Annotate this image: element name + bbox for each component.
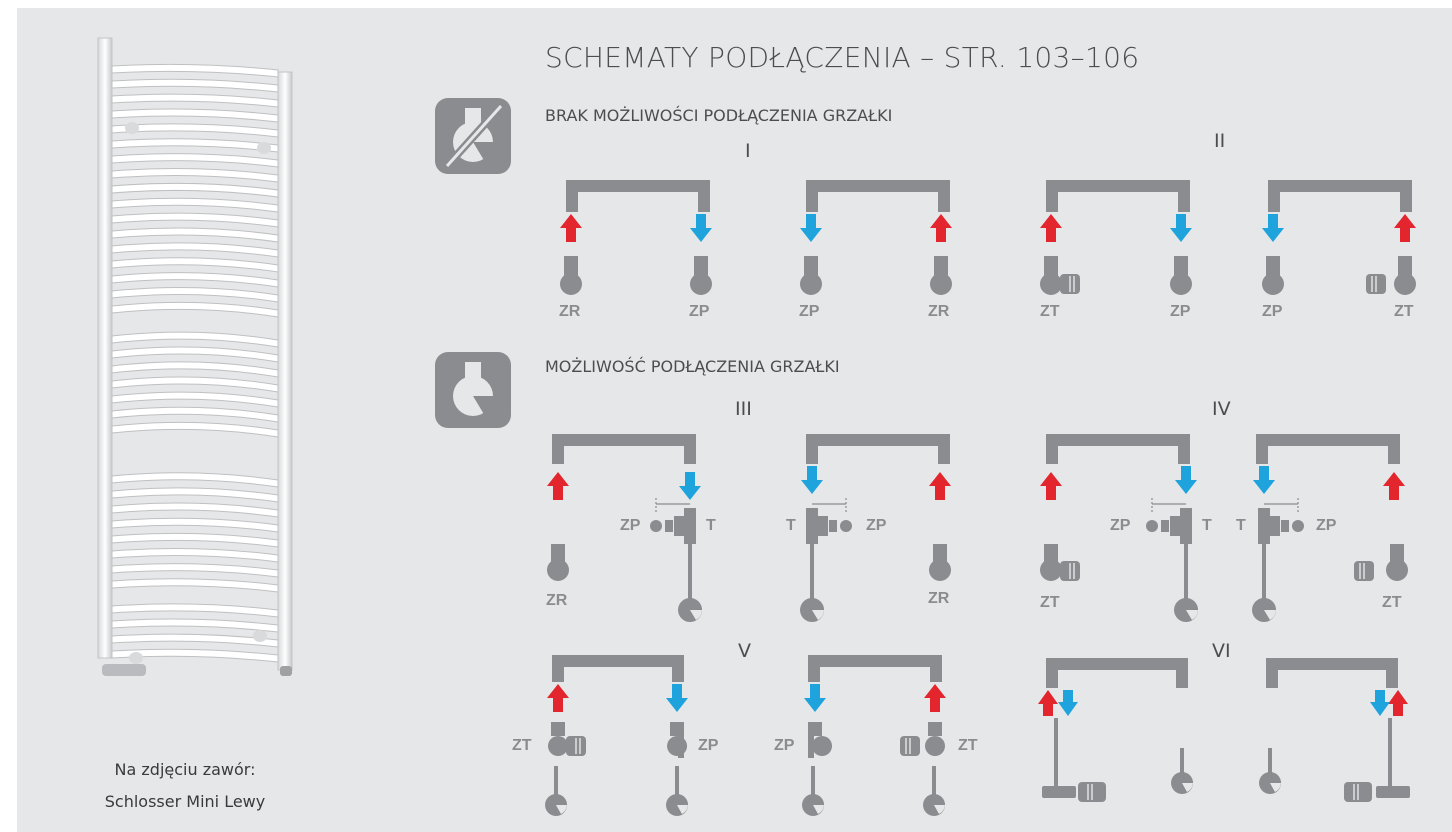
label-zr: ZR xyxy=(546,592,568,609)
radiator-bar xyxy=(111,578,279,593)
label-zr: ZR xyxy=(928,303,950,320)
label-t: T xyxy=(1202,517,1212,534)
label-zp: ZP xyxy=(1262,303,1283,320)
radiator-bar xyxy=(111,78,279,93)
page-title: SCHEMATY PODŁĄCZENIA – STR. 103–106 xyxy=(545,41,1140,74)
radiator-bar xyxy=(111,257,279,273)
radiator-bar xyxy=(111,197,279,213)
scheme-label-i: I xyxy=(745,140,751,162)
radiator-bar xyxy=(111,212,279,228)
label-zp: ZP xyxy=(866,517,887,534)
label-zr: ZR xyxy=(559,303,581,320)
radiator-bar xyxy=(111,421,279,438)
label-t: T xyxy=(706,517,716,534)
heater-icon xyxy=(435,352,511,428)
label-zp: ZP xyxy=(799,303,820,320)
radiator-bar xyxy=(111,532,279,548)
label-zp: ZP xyxy=(1170,303,1191,320)
label-zt: ZT xyxy=(512,737,532,754)
radiator-bar xyxy=(111,376,279,393)
label-zp: ZP xyxy=(698,737,719,754)
radiator-bar xyxy=(111,301,279,318)
radiator-bar xyxy=(111,346,279,363)
radiator-bar xyxy=(111,227,279,243)
heater-crossed-icon xyxy=(435,98,511,174)
radiator-bar xyxy=(111,108,279,123)
caption-line1: Na zdjęciu zawór: xyxy=(114,760,256,779)
label-zt: ZT xyxy=(1040,303,1060,320)
radiator-bar xyxy=(111,93,279,108)
radiator-bar xyxy=(111,487,279,503)
label-t: T xyxy=(786,517,796,534)
label-zp: ZP xyxy=(1316,517,1337,534)
radiator-bar xyxy=(111,361,279,378)
label-zr: ZR xyxy=(928,590,950,607)
radiator-bar xyxy=(111,618,279,633)
label-zt: ZT xyxy=(1394,303,1414,320)
caption-line2: Schlosser Mini Lewy xyxy=(104,792,266,811)
radiator-bar xyxy=(111,182,279,198)
radiator-bar xyxy=(111,648,279,663)
label-zp: ZP xyxy=(774,737,795,754)
radiator-bar xyxy=(111,406,279,423)
radiator-bar xyxy=(111,331,279,348)
scheme-label-v: V xyxy=(738,640,751,662)
label-zp: ZP xyxy=(620,517,641,534)
label-zp: ZP xyxy=(689,303,710,320)
section-heater-title: MOŻLIWOŚĆ PODŁĄCZENIA GRZAŁKI xyxy=(545,357,840,376)
label-zp: ZP xyxy=(1110,517,1131,534)
label-zt: ZT xyxy=(958,737,978,754)
radiator-bar xyxy=(111,123,279,138)
radiator-image xyxy=(97,37,293,676)
label-t: T xyxy=(1236,517,1246,534)
radiator-bar xyxy=(111,287,279,303)
radiator-bar xyxy=(111,242,279,258)
scheme-label-vi: VI xyxy=(1212,640,1231,662)
radiator-bar xyxy=(111,517,279,533)
scheme-label-iii: III xyxy=(735,398,752,420)
radiator-bar xyxy=(111,391,279,408)
radiator-bar xyxy=(111,563,279,578)
scheme-label-iv: IV xyxy=(1212,398,1231,420)
radiator-bar xyxy=(111,138,279,153)
radiator-bar xyxy=(111,547,279,563)
radiator-bar xyxy=(111,153,279,168)
radiator-bar xyxy=(111,603,279,618)
radiator-bar xyxy=(111,472,279,488)
radiator-bar xyxy=(111,633,279,648)
radiator-bar xyxy=(111,168,279,183)
label-zt: ZT xyxy=(1040,594,1060,611)
radiator-bar xyxy=(111,272,279,288)
label-zt: ZT xyxy=(1382,594,1402,611)
radiator-bar xyxy=(111,502,279,518)
section-no-heater-title: BRAK MOŻLIWOŚCI PODŁĄCZENIA GRZAŁKI xyxy=(545,106,893,125)
scheme-label-ii: II xyxy=(1214,130,1226,152)
radiator-bar xyxy=(111,63,279,78)
